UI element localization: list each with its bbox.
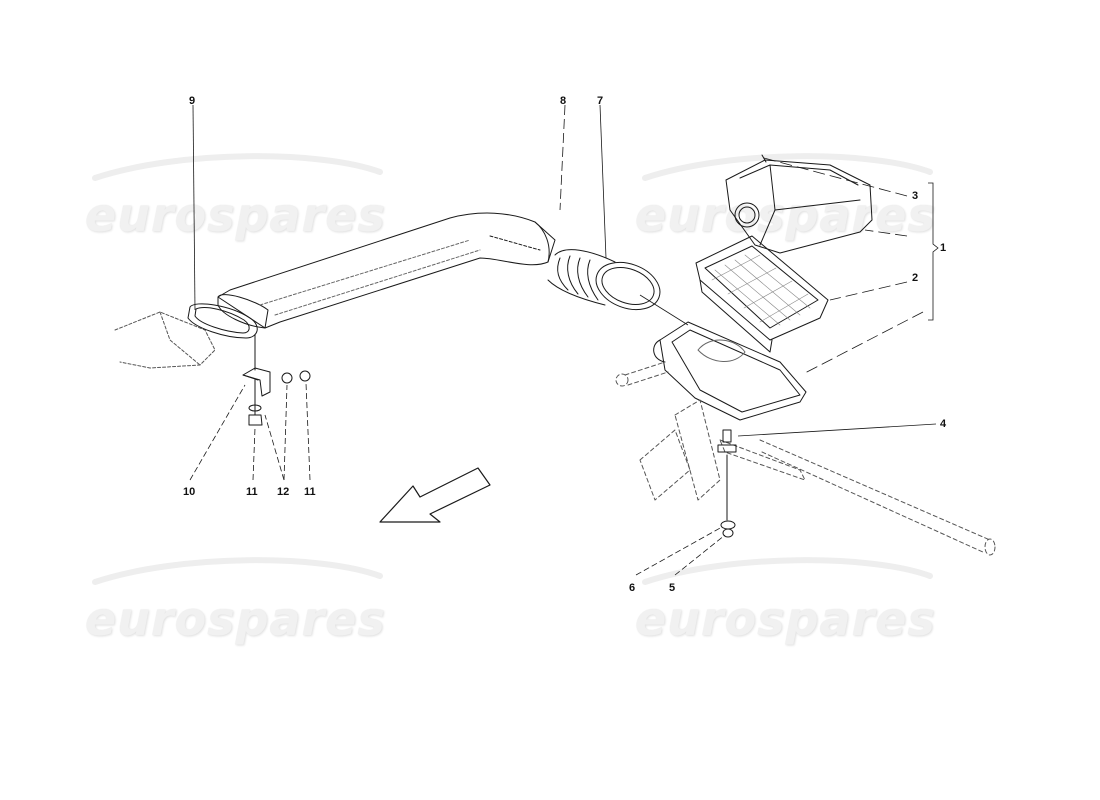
leader-lines xyxy=(189,104,939,576)
watermark-text: eurospares xyxy=(635,592,936,646)
air-duct-8 xyxy=(217,212,556,329)
callout-7: 7 xyxy=(597,95,604,107)
corrugated-hose-7 xyxy=(547,249,661,311)
airbox-cover-3 xyxy=(725,154,873,254)
callout-1: 1 xyxy=(940,242,947,254)
filter-element-2 xyxy=(695,235,829,353)
callout-11-left: 11 xyxy=(246,486,258,498)
airbox-lower-housing xyxy=(653,321,807,421)
callout-5: 5 xyxy=(669,582,676,594)
callout-12: 12 xyxy=(277,486,290,498)
gasket-9 xyxy=(187,303,258,339)
nuts-11-washers-12 xyxy=(248,370,311,426)
callout-2: 2 xyxy=(912,272,919,284)
nut-5-washer-6 xyxy=(720,520,736,538)
callout-8: 8 xyxy=(560,95,567,107)
arrow-down-left-icon xyxy=(379,467,491,523)
callout-11-right: 11 xyxy=(304,486,316,498)
callout-3: 3 xyxy=(912,190,919,202)
callout-4: 4 xyxy=(940,418,947,430)
watermark-text: eurospares xyxy=(85,592,386,646)
rubber-mount-4 xyxy=(717,429,737,521)
watermark-text: eurospares xyxy=(85,188,386,242)
callout-6: 6 xyxy=(629,582,636,594)
existing-duct-left xyxy=(114,311,216,369)
callout-9: 9 xyxy=(189,95,196,107)
callout-10: 10 xyxy=(183,486,196,498)
support-frame xyxy=(615,361,996,556)
bracket-10 xyxy=(242,334,271,416)
